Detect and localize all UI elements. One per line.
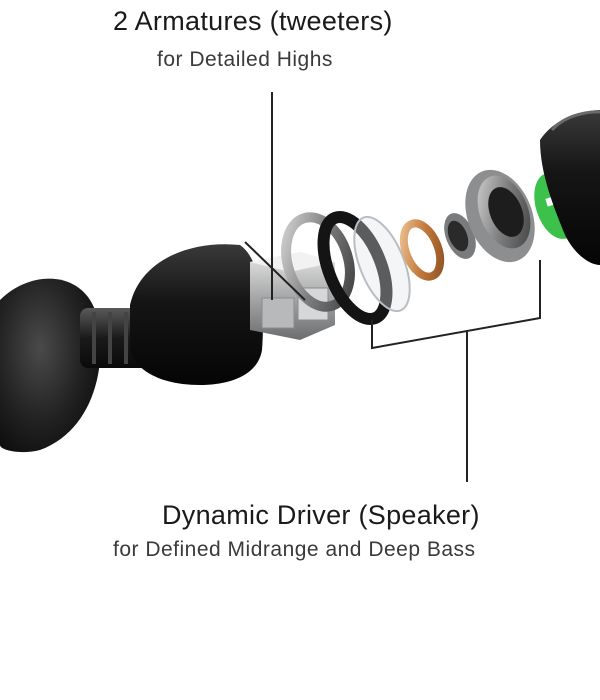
ear-tip <box>0 278 101 453</box>
copper-coil <box>399 219 445 281</box>
housing-rear <box>540 110 600 265</box>
driver-leader-line <box>371 260 541 482</box>
driver-subtitle: for Defined Midrange and Deep Bass <box>113 538 476 561</box>
clear-diaphragm <box>353 215 411 313</box>
armatures-title: 2 Armatures (tweeters) <box>113 6 393 36</box>
armature-leader-line <box>244 92 306 301</box>
driver-magnet <box>444 213 476 259</box>
housing-ring <box>281 212 355 312</box>
driver-cup <box>465 169 535 263</box>
armatures-subtitle: for Detailed Highs <box>157 48 333 71</box>
black-spacer-ring <box>317 210 393 326</box>
driver-title: Dynamic Driver (Speaker) <box>162 500 480 530</box>
housing-front <box>130 244 263 385</box>
